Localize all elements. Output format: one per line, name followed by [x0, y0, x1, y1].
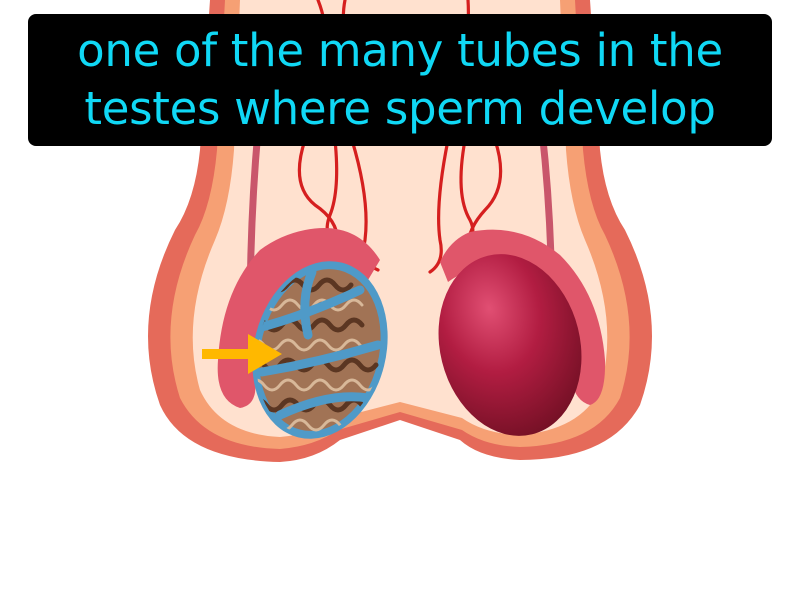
right-testis: [438, 229, 606, 436]
caption-line-1: one of the many tubes in the: [77, 24, 723, 77]
right-testis-body: [438, 254, 582, 436]
seminiferous-tubule-region: [259, 269, 381, 431]
left-epididymis: [217, 228, 380, 408]
caption-box: one of the many tubes in the testes wher…: [28, 14, 772, 146]
right-epididymis: [440, 229, 606, 405]
caption-line-2: testes where sperm develop: [84, 82, 716, 135]
arrow-right-icon: [202, 334, 282, 374]
